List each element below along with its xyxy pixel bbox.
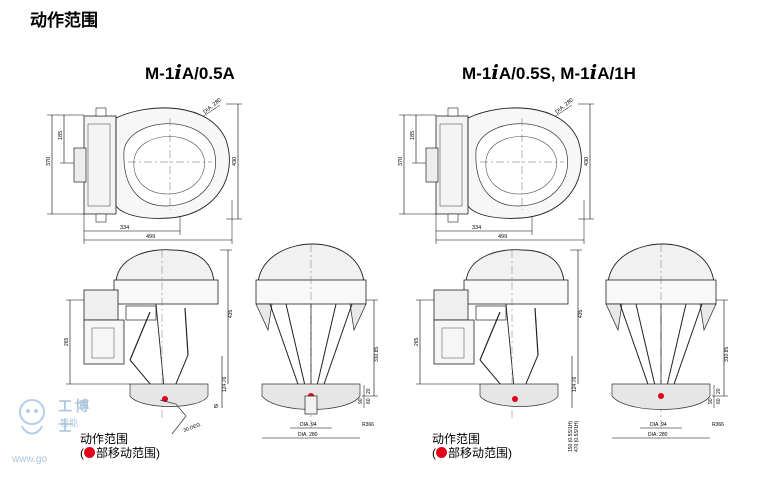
dim-label: 60 (716, 398, 722, 404)
mascot-icon (19, 399, 45, 435)
side-view-right (415, 249, 583, 421)
dim-label: DIA. 280 (298, 432, 318, 438)
model-title-right: M-1iA/0.5S, M-1iA/1H (462, 60, 636, 84)
red-dot-icon (436, 447, 447, 458)
dim-label: DIA. 280 (648, 432, 668, 438)
watermark: 工博士 智能 www.go (12, 396, 102, 466)
watermark-brand: 工博士 (58, 398, 92, 434)
dim-label: 435 (228, 309, 234, 318)
dim-label: 90 (708, 398, 714, 404)
dim-label: 124.76 (572, 376, 578, 392)
dim-label: Ø (214, 404, 218, 410)
watermark-sub: 智能 (60, 418, 79, 428)
dim-label: 20 (366, 388, 372, 394)
caption-note: (部移动范围) (80, 446, 160, 460)
dim-label: 334 (120, 225, 129, 231)
side-view-left (65, 249, 233, 435)
caption-note: (部移动范围) (432, 446, 512, 460)
dim-label: 185 (410, 131, 416, 140)
model-title-left: M-1iA/0.5A (145, 60, 235, 84)
red-dot-icon (84, 447, 95, 458)
endpoint-marker (162, 396, 168, 402)
dim-label: 265 (414, 337, 420, 346)
section-title: 动作范围 (30, 11, 98, 30)
dim-label: R366 (362, 422, 374, 428)
dim-label: 334 (472, 225, 481, 231)
dim-label: DIA. 94 (300, 422, 317, 428)
dim-label: 310.85 (724, 346, 730, 362)
dim-label: 60 (366, 398, 372, 404)
dims-side-right: 435 265 124.76 310.85 150 (0.5S/1H) 470 … (414, 309, 730, 452)
dim-label: 370 (398, 157, 404, 166)
dim-label: 435 (578, 309, 584, 318)
dim-label: 20 (716, 388, 722, 394)
dim-label: 124.76 (222, 376, 228, 392)
dim-label: 499 (146, 234, 155, 240)
top-view-left (46, 103, 243, 245)
dim-label: 430 (232, 157, 238, 166)
dim-label: R366 (712, 422, 724, 428)
dim-label: 265 (64, 337, 70, 346)
caption-title: 动作范围 (80, 432, 129, 446)
dim-label: 90 (358, 398, 364, 404)
watermark-url: www.go (12, 454, 48, 465)
endpoint-marker (512, 396, 518, 402)
caption-title: 动作范围 (432, 432, 481, 446)
front-view-left (255, 243, 379, 439)
caption-right: 动作范围 (部移动范围) (432, 432, 512, 460)
front-view-right (605, 243, 729, 439)
dim-label: 370 (46, 157, 52, 166)
dim-label: 30 DEG. (183, 422, 203, 434)
endpoint-marker (658, 393, 664, 399)
dim-label: 470 (0.5S/1H) (574, 421, 580, 452)
dim-label: 150 (0.5S/1H) (568, 421, 574, 452)
dim-label: DIA. 280 (202, 97, 222, 115)
dim-label: DIA. 280 (554, 97, 574, 115)
caption-left: 动作范围 (部移动范围) (80, 432, 160, 460)
dim-label: DIA. 94 (650, 422, 667, 428)
dim-label: 310.85 (374, 346, 380, 362)
dim-label: 499 (498, 234, 507, 240)
dim-label: 430 (584, 157, 590, 166)
top-view-right (398, 103, 595, 245)
dim-label: 185 (58, 131, 64, 140)
